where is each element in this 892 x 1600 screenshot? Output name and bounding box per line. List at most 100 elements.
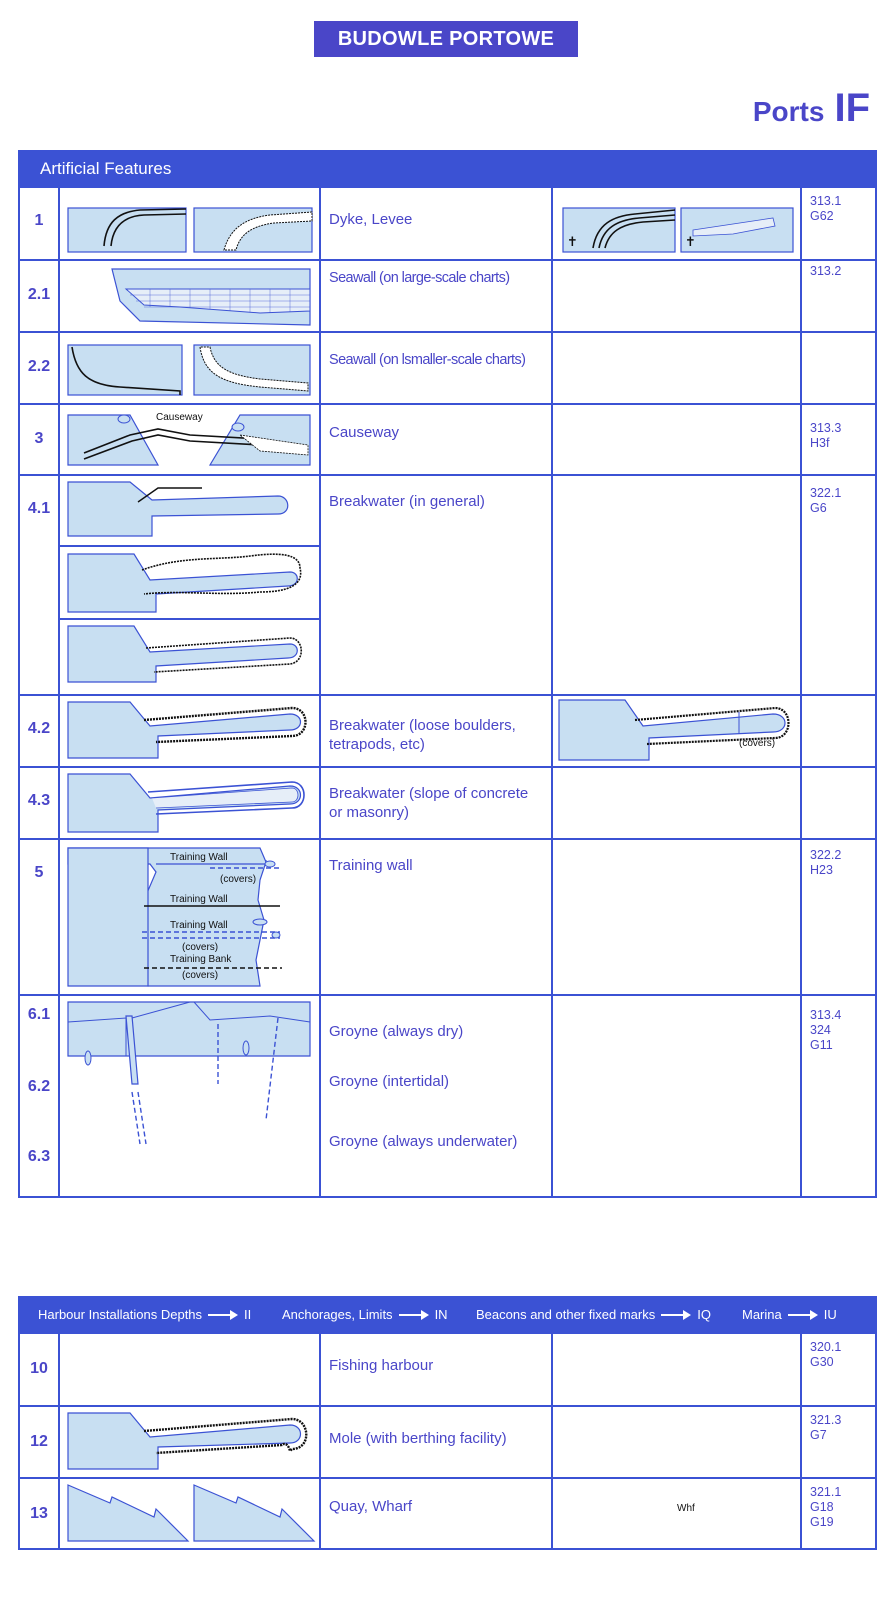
harbour-installations-table: Harbour Installations Depths II Anchorag… — [18, 1296, 877, 1550]
symbol-cell — [58, 1334, 319, 1405]
cross-reference-link[interactable]: Harbour Installations Depths II — [38, 1298, 251, 1332]
description: Breakwater (slope of concrete or masonry… — [329, 785, 529, 821]
covers-label: (covers) — [739, 738, 775, 749]
row-number: 6.2 — [27, 1078, 51, 1095]
description-cell: Seawall (on large-scale charts) — [319, 261, 551, 331]
symbol-cell — [58, 696, 319, 766]
training-wall-symbol: Training Wall (covers) Training Wall Tra… — [67, 847, 282, 987]
reference-cell — [800, 768, 875, 838]
reference-cell: 320.1 G30 — [800, 1334, 875, 1405]
description-cell: Seawall (on lsmaller-scale charts) — [319, 333, 551, 403]
mole-symbol — [67, 1412, 308, 1470]
description-cell: Quay, Wharf — [319, 1479, 551, 1550]
reference-codes: 313.2 — [810, 264, 841, 279]
reference-cell — [800, 696, 875, 766]
cross-reference-target: II — [244, 1307, 252, 1322]
intl-symbol-cell: (covers) — [551, 696, 800, 766]
reference-codes: 321.1 G18 G19 — [810, 1485, 841, 1530]
intl-symbol-cell — [551, 333, 800, 403]
symbol-cell — [58, 476, 319, 694]
intl-symbol-cell — [551, 1334, 800, 1405]
row-number: 2.1 — [27, 286, 51, 303]
section-heading: Ports IF — [753, 86, 870, 130]
wharf-abbreviation: Whf — [677, 1503, 695, 1514]
arrow-right-icon — [398, 1310, 429, 1320]
description-cell: Groyne (always dry) Groyne (intertidal) … — [319, 996, 551, 1198]
description-cell: Fishing harbour — [319, 1334, 551, 1405]
reference-code: H3f — [810, 436, 830, 450]
description: Seawall (on large-scale charts) — [329, 270, 510, 286]
reference-code: 313.3 — [810, 421, 842, 435]
reference-code: 321.3 — [810, 1413, 842, 1427]
reference-code: 313.1 — [810, 194, 842, 208]
reference-code: G19 — [810, 1515, 834, 1529]
intl-symbol-cell: ✝ ✝ — [551, 188, 800, 259]
table-row: 4.1 Breakwater (in general) 322.1 G6 — [20, 474, 875, 694]
arrow-right-icon — [208, 1310, 239, 1320]
arrow-right-icon — [661, 1310, 692, 1320]
description: Causeway — [329, 424, 400, 441]
row-number: 1 — [34, 212, 44, 229]
cross-reference-target: IN — [434, 1307, 448, 1322]
reference-cell: 321.3 G7 — [800, 1407, 875, 1477]
reference-cell: 313.1 G62 — [800, 188, 875, 259]
dyke-symbol — [67, 207, 313, 253]
reference-code: G62 — [810, 209, 834, 223]
description-cell: Mole (with berthing facility) — [319, 1407, 551, 1477]
row-number: 12 — [30, 1433, 48, 1450]
ports-word: Ports — [752, 96, 825, 127]
table-row: 12 Mole (with berthing facility) 321.3 G… — [20, 1405, 875, 1477]
reference-code: 313.2 — [810, 264, 842, 278]
reference-code: 320.1 — [810, 1340, 842, 1354]
quay-wharf-symbol — [67, 1484, 316, 1542]
cross-reference-link[interactable]: Anchorages, Limits IN — [282, 1298, 448, 1332]
cross-reference-label: Harbour Installations Depths — [38, 1307, 203, 1322]
seawall-small-symbol — [67, 344, 311, 396]
table-header-title: Artificial Features — [40, 159, 172, 178]
symbol-cell — [58, 768, 319, 838]
reference-code: 313.4 — [810, 1008, 842, 1022]
intl-symbol-cell — [551, 996, 800, 1198]
breakwater-general-symbol — [60, 481, 319, 683]
description: Groyne (intertidal) — [329, 1073, 450, 1090]
symbol-cell — [58, 188, 319, 259]
cross-reference-target: IU — [823, 1307, 837, 1322]
reference-codes: 313.1 G62 — [810, 194, 841, 224]
reference-codes: 313.3 H3f — [810, 421, 841, 451]
causeway-label: Causeway — [156, 412, 203, 423]
cross-reference-link[interactable]: Beacons and other fixed marks IQ — [476, 1298, 711, 1332]
covers-label: (covers) — [220, 874, 256, 885]
intl-symbol-cell — [551, 768, 800, 838]
reference-code: G18 — [810, 1500, 834, 1514]
cross-reference-link[interactable]: Marina IU — [742, 1298, 837, 1332]
description-cell: Causeway — [319, 405, 551, 474]
row-number: 6.3 — [27, 1148, 51, 1165]
reference-code: G11 — [810, 1038, 833, 1052]
arrow-right-icon — [787, 1310, 818, 1320]
cross-reference-label: Beacons and other fixed marks — [476, 1307, 656, 1322]
page-banner: BUDOWLE PORTOWE — [314, 21, 578, 57]
reference-code: 322.2 — [810, 848, 842, 862]
training-wall-label: Training Wall — [170, 852, 228, 863]
description: Quay, Wharf — [329, 1498, 413, 1515]
intl-symbol-cell — [551, 261, 800, 331]
description-cell: Breakwater (loose boulders, tetrapods, e… — [319, 696, 551, 766]
reference-code: 321.1 — [810, 1485, 842, 1499]
description: Fishing harbour — [329, 1357, 434, 1374]
row-number: 2.2 — [27, 358, 51, 375]
symbol-cell — [58, 333, 319, 403]
breakwater-intl-symbol: (covers) — [558, 699, 790, 761]
reference-cell: 313.4 324 G11 — [800, 996, 875, 1198]
intl-symbol-cell: Whf — [551, 1479, 800, 1550]
cross-reference-label: Marina — [742, 1307, 782, 1322]
reference-code: G30 — [810, 1355, 834, 1369]
description: Groyne (always underwater) — [329, 1133, 518, 1150]
description: Groyne (always dry) — [329, 1023, 464, 1040]
breakwater-loose-boulders-symbol — [67, 701, 307, 759]
table-row: 1 Dyke, Levee ✝ ✝ — [20, 186, 875, 259]
table-row: 2.1 Seawall (on large-scale charts) 313.… — [20, 259, 875, 331]
cross-reference-bar: Harbour Installations Depths II Anchorag… — [20, 1298, 875, 1332]
reference-code: 324 — [810, 1023, 831, 1037]
table-row: 10 Fishing harbour 320.1 G30 — [20, 1332, 875, 1405]
reference-codes: 322.2 H23 — [810, 848, 841, 878]
